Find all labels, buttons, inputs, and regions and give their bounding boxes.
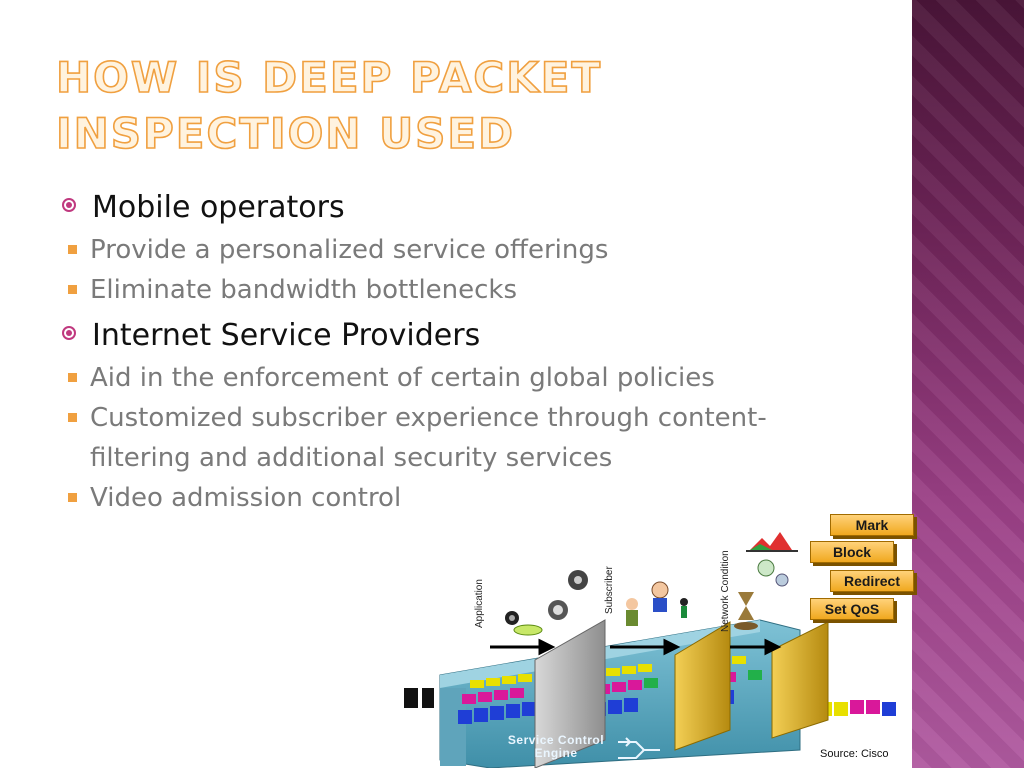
bullet-label: Internet Service Providers [92,318,481,353]
bullet-label: Mobile operators [92,190,345,225]
bullet-isp: Internet Service Providers [62,314,862,358]
square-bullet-icon [68,373,77,382]
network-filter-wall [771,621,829,739]
circle-bullet-icon [62,326,76,340]
flow-arrows [490,638,782,656]
subscriber-filter-wall [674,621,731,751]
slide-title: How is Deep Packet Inspection used [55,52,603,159]
square-bullet-icon [68,493,77,502]
set-qos-action-label: Set QoS [810,598,894,620]
sub-bullet-text: Customized subscriber experience through… [90,403,767,473]
sub-bullet-text: Eliminate bandwidth bottlenecks [90,275,518,305]
network-icons [734,532,798,630]
block-action-label: Block [810,541,894,563]
sub-bullet-text: Video admission control [90,483,402,513]
sub-bullet-item: Customized subscriber experience through… [62,398,862,478]
subscriber-icons [626,581,688,626]
square-bullet-icon [68,245,77,254]
sub-list-container: Provide a personalized service offerings… [62,230,862,310]
engine-logo-icon [618,737,660,759]
sub-bullet-text: Provide a personalized service offerings [90,235,609,265]
square-bullet-icon [68,285,77,294]
engine-label-line2: Engine [534,746,578,760]
subscriber-axis-label: Subscriber [604,566,615,614]
engine-illustration [404,532,896,768]
mark-action-label: Mark [830,514,914,536]
sub-bullet-text: Aid in the enforcement of certain global… [90,363,715,393]
sub-bullet-item: Video admission control [62,478,862,518]
service-control-engine-diagram: Mark Block Redirect Set QoS Application … [400,510,914,768]
engine-label: Service Control Engine [496,734,616,760]
sub-bullet-item: Aid in the enforcement of certain global… [62,358,862,398]
bullet-list: Mobile operators Provide a personalized … [62,186,862,522]
sub-list-isp: Aid in the enforcement of certain global… [62,358,862,518]
sub-list-container: Aid in the enforcement of certain global… [62,358,862,518]
sub-bullet-item: Provide a personalized service offerings [62,230,862,270]
circle-bullet-icon [62,198,76,212]
application-filter-wall [534,619,606,768]
engine-label-line1: Service Control [507,733,605,747]
network-condition-axis-label: Network Condition [720,550,731,632]
bullet-mobile-operators: Mobile operators [62,186,862,230]
application-axis-label: Application [474,579,485,628]
side-decoration-band [912,0,1024,768]
application-icons [505,570,588,636]
redirect-action-label: Redirect [830,570,914,592]
sub-bullet-item: Eliminate bandwidth bottlenecks [62,270,862,310]
sub-list-mobile: Provide a personalized service offerings… [62,230,862,310]
square-bullet-icon [68,413,77,422]
source-credit: Source: Cisco [820,748,889,760]
